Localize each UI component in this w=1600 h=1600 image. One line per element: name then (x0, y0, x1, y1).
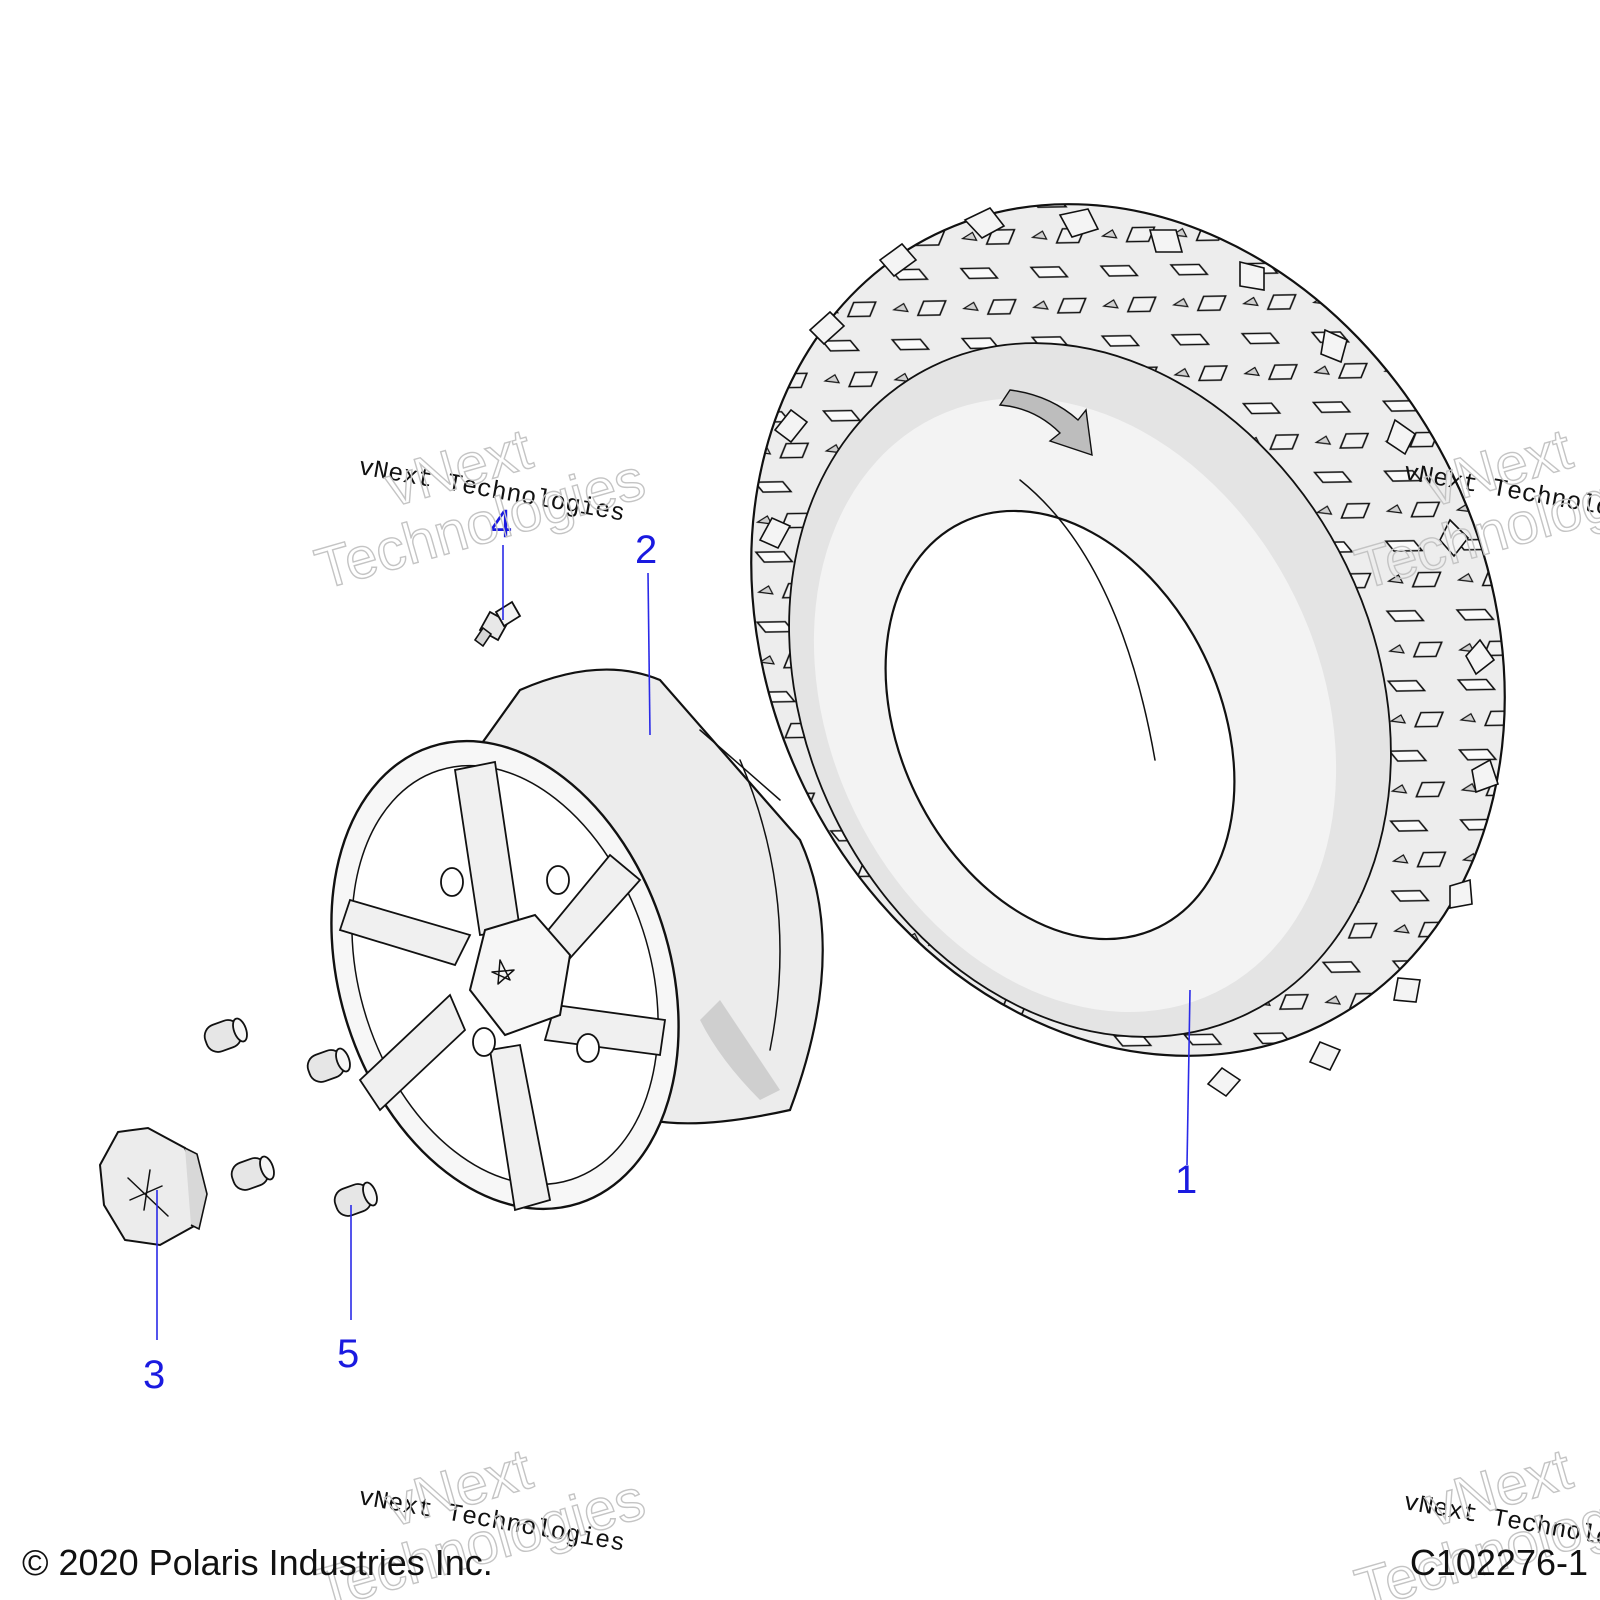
wheel-rim (330, 668, 824, 1212)
lug-nut (203, 1017, 248, 1053)
drawing-number: C102276-1 (1409, 1542, 1588, 1583)
valve-stem (473, 600, 522, 648)
tread-lugs (758, 206, 1500, 1098)
callout-numbers: 1 2 3 4 5 (143, 502, 1197, 1397)
center-cap (98, 1126, 208, 1247)
callout-5: 5 (337, 1332, 359, 1376)
leader-1 (1186, 989, 1191, 1166)
callout-4: 4 (490, 502, 512, 546)
callout-3: 3 (143, 1353, 165, 1397)
tire (750, 203, 1506, 1098)
lug-nuts (203, 1017, 378, 1217)
lug-nut (306, 1047, 351, 1083)
callout-1: 1 (1175, 1158, 1197, 1202)
leader-lines (156, 545, 1191, 1340)
polaris-star-icon (491, 959, 515, 985)
copyright-notice: © 2020 Polaris Industries Inc. (22, 1542, 493, 1583)
wheel-spokes (338, 760, 667, 1212)
rotation-arrow-icon (998, 389, 1093, 457)
polaris-star-icon (127, 1169, 169, 1217)
lug-holes (440, 865, 600, 1063)
lug-nut (230, 1155, 275, 1191)
callout-2: 2 (635, 528, 657, 572)
leader-2 (647, 572, 651, 736)
lug-nut (333, 1181, 378, 1217)
